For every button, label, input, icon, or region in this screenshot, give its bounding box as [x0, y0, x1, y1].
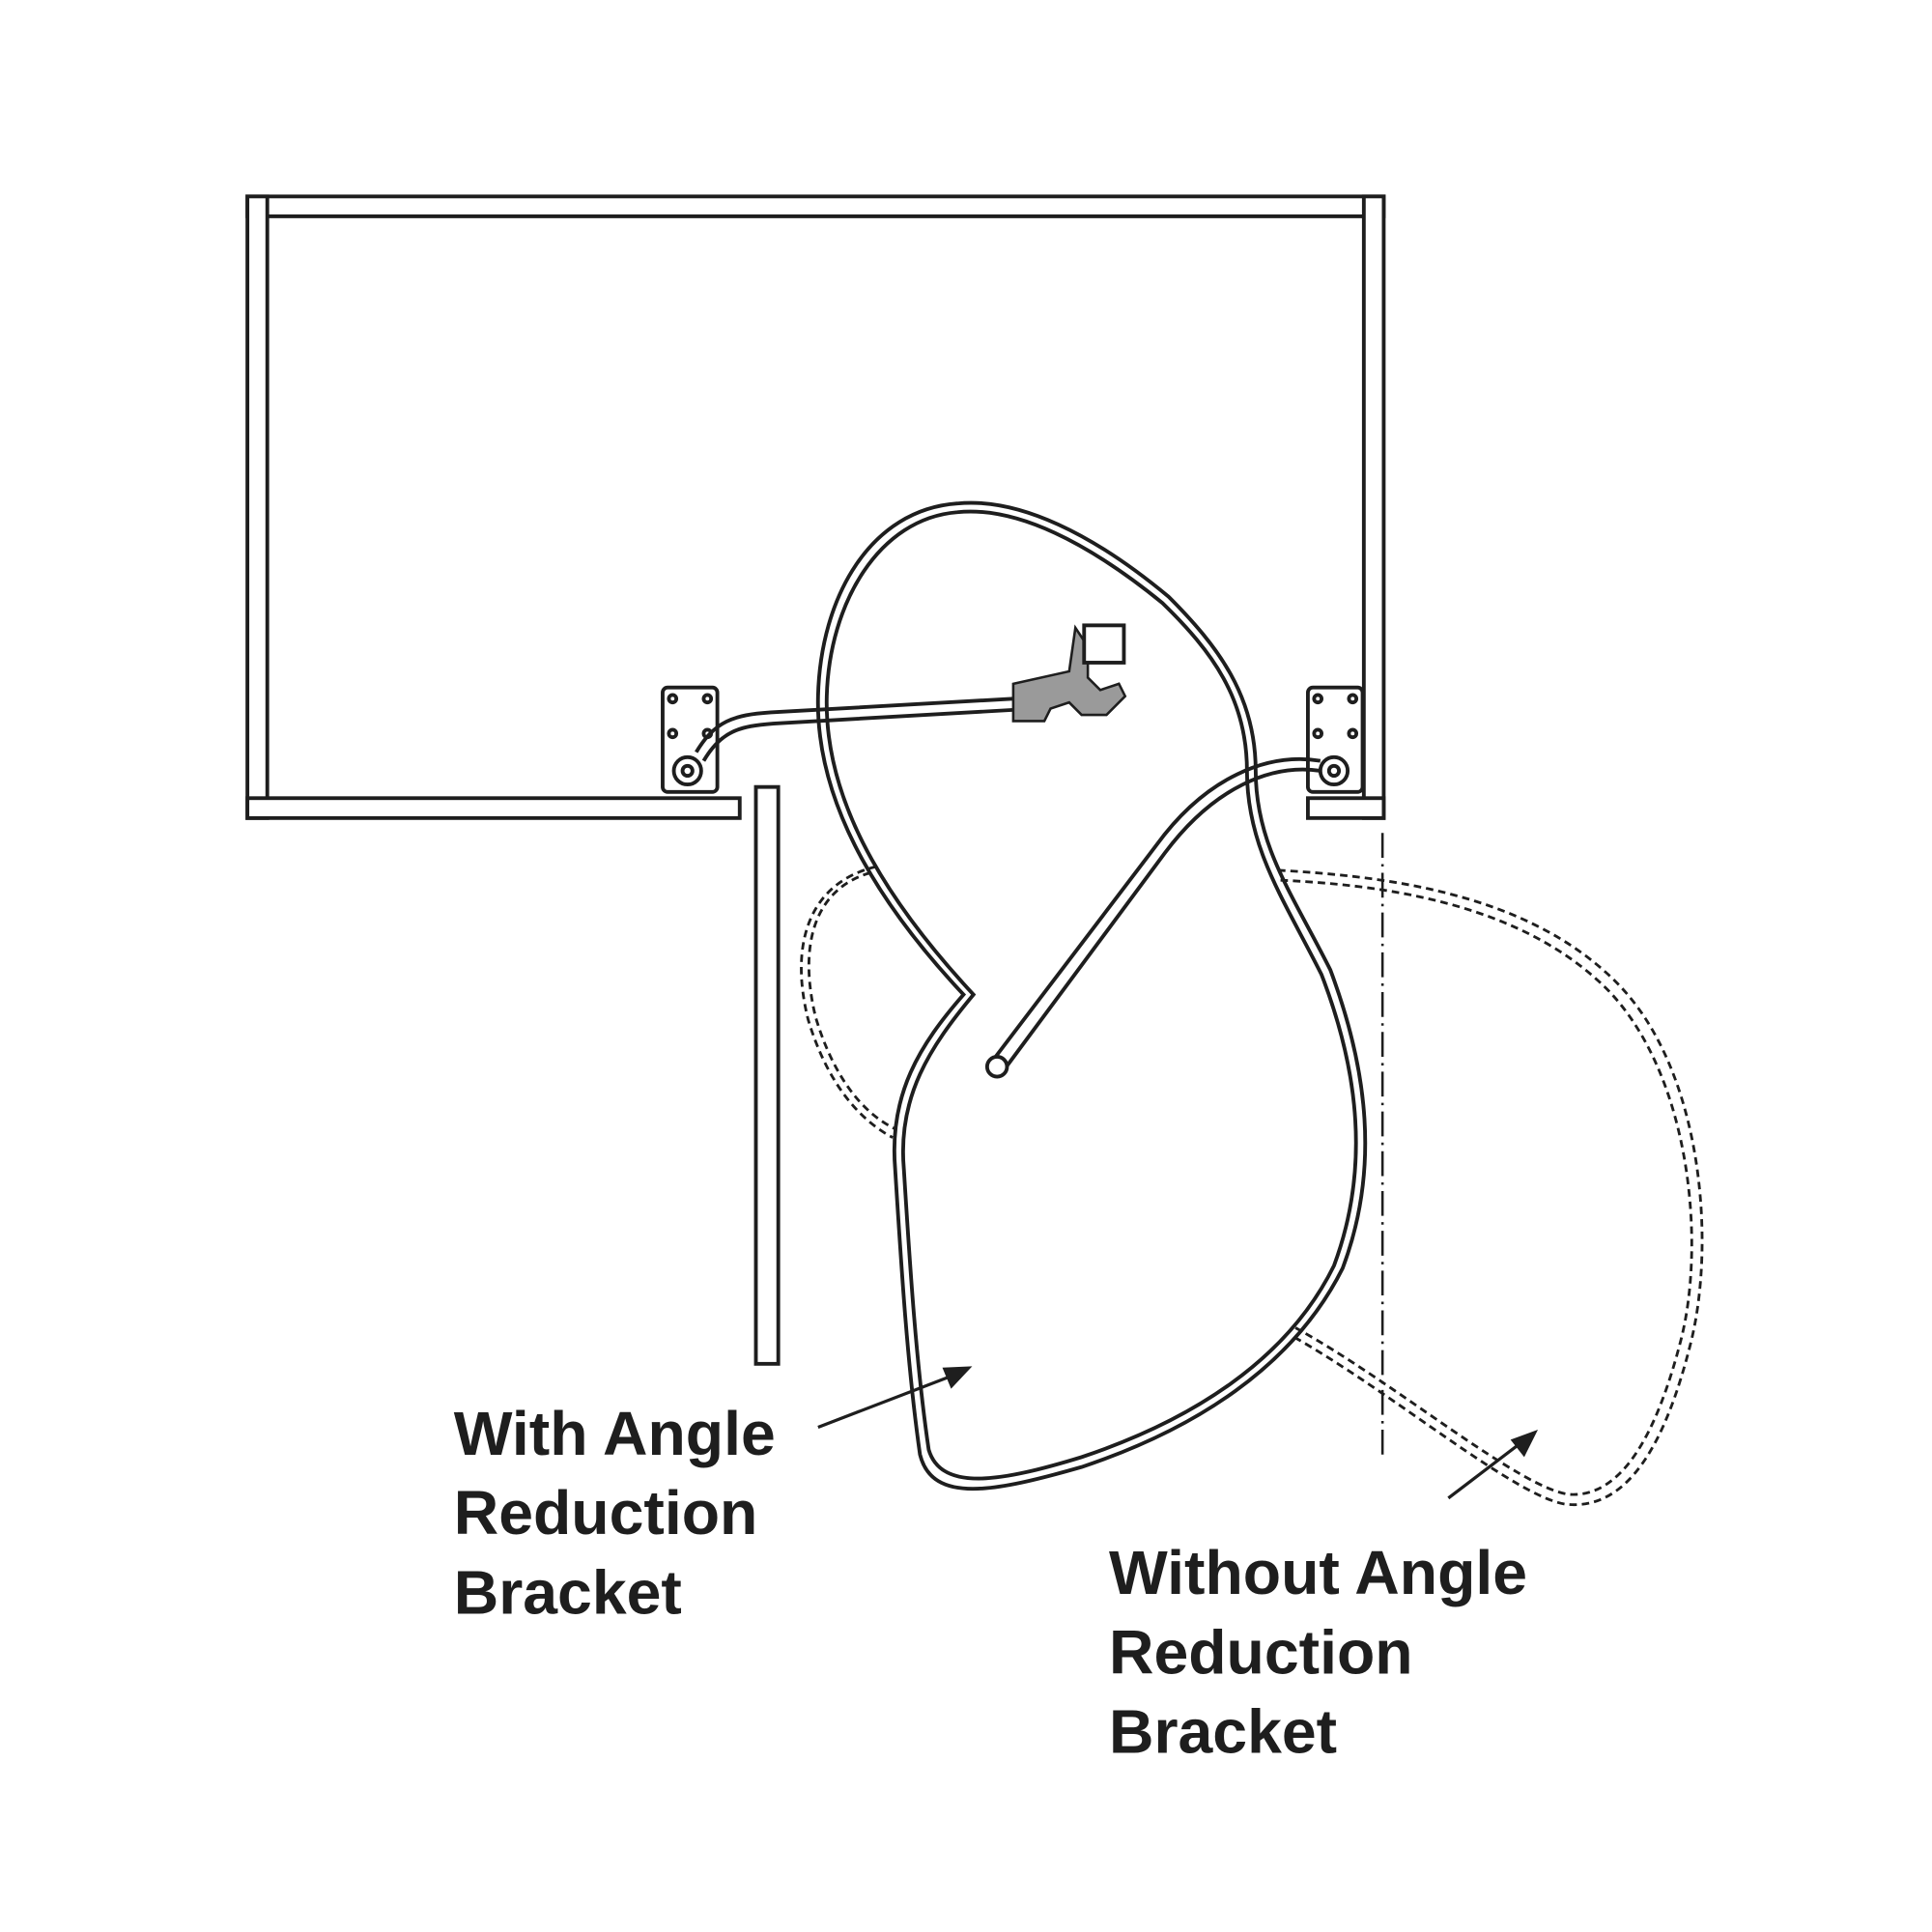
bracket-tab	[1082, 623, 1126, 665]
arrow-without-bracket	[1447, 1430, 1539, 1500]
rod-end	[984, 1055, 1009, 1079]
shelf-outline-with-bracket	[815, 500, 1368, 1491]
cabinet-front-face-right	[1305, 796, 1386, 820]
door-panel	[753, 784, 781, 1366]
shelf-outline-without-bracket	[800, 865, 1704, 1506]
left-hinge-assembly	[661, 623, 1127, 794]
cabinet-front-face-left	[245, 796, 742, 820]
arrow-with-bracket	[817, 1366, 973, 1429]
right-hinge-assembly	[984, 685, 1365, 1079]
cabinet-left-side	[245, 194, 270, 820]
cabinet-back-panel	[245, 194, 1386, 218]
left-pivot	[671, 754, 703, 787]
label-without-bracket: Without Angle Reduction Bracket	[1109, 1538, 1545, 1767]
label-with-bracket: With Angle Reduction Bracket	[454, 1399, 793, 1628]
cabinet-right-side	[1361, 194, 1386, 820]
cabinet	[245, 194, 1386, 1366]
shelf-bracket	[1011, 624, 1127, 723]
